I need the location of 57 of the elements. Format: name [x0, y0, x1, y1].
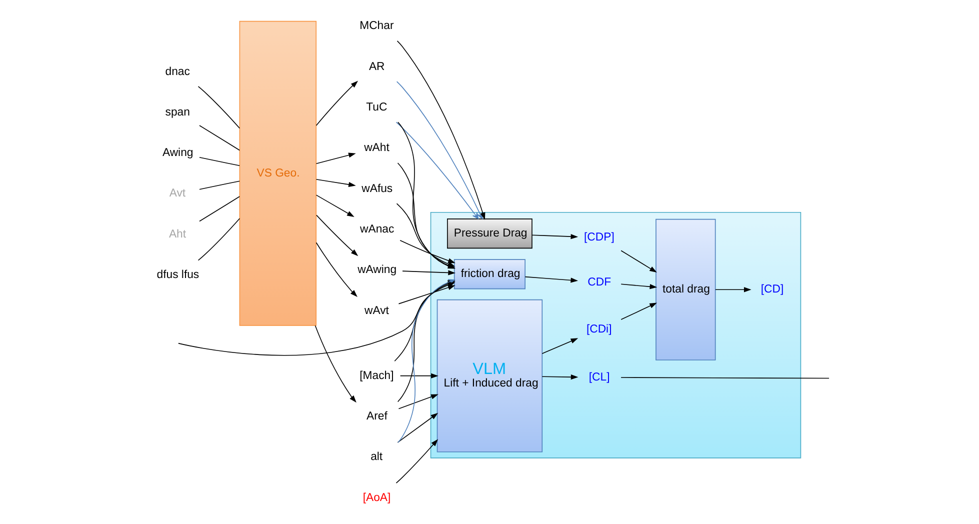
node-text: Aht [168, 228, 186, 240]
arrow [399, 373, 438, 378]
arrow [541, 374, 578, 380]
arrow [315, 242, 357, 297]
arrow [531, 234, 578, 240]
node-text: span [164, 106, 190, 118]
connector [198, 125, 240, 151]
arrow [714, 287, 751, 292]
connector [197, 86, 240, 129]
node-text: [CDi] [586, 323, 612, 336]
node-text: wAwing [357, 264, 396, 276]
arrow [315, 194, 354, 218]
connector [198, 180, 240, 190]
node-text: wAvt [364, 304, 388, 317]
node-text: AR [368, 60, 384, 73]
node-box: friction drag [453, 259, 525, 290]
arrow [315, 80, 358, 126]
connector [197, 218, 240, 261]
node-text: alt [370, 451, 382, 464]
node-text: wAnac [360, 223, 394, 236]
arrow [395, 439, 438, 484]
arrow [315, 178, 356, 188]
node-box: VLM Lift + Induced drag [436, 299, 542, 452]
arrow [315, 152, 356, 164]
arrow [541, 338, 578, 354]
node-text: [Mach] [359, 370, 394, 382]
node-text: Awing [162, 147, 193, 160]
arrow [620, 302, 656, 320]
node-text: wAht [364, 142, 389, 154]
node-text: [CD] [760, 284, 784, 296]
node-text: TuC [366, 102, 387, 114]
node-box: Pressure Drag [446, 218, 532, 249]
arrow [396, 412, 438, 443]
node-text: [CL] [588, 371, 610, 384]
node-text: MChar [359, 20, 394, 32]
connector [198, 196, 240, 222]
node-box: VS Geo. [238, 20, 316, 326]
connector [198, 157, 240, 166]
node-text: Aref [366, 410, 387, 422]
node-text: Avt [168, 188, 186, 200]
arrow [314, 325, 356, 403]
arrow [395, 122, 478, 220]
connector [620, 377, 829, 379]
node-text: dfus lfus [156, 269, 199, 282]
node-text: CDF [587, 276, 611, 288]
node-text: [AoA] [362, 492, 390, 504]
arrow [620, 250, 656, 273]
node-text: [CDP] [584, 232, 614, 244]
arrow [402, 270, 455, 276]
arrow [524, 276, 578, 283]
node-box: total drag [655, 218, 716, 360]
arrow [398, 394, 438, 410]
arrow [399, 240, 455, 264]
node-text: wAfus [361, 182, 392, 195]
node-text: dnac [164, 66, 190, 78]
arrow [620, 284, 657, 290]
arrow [316, 214, 358, 256]
